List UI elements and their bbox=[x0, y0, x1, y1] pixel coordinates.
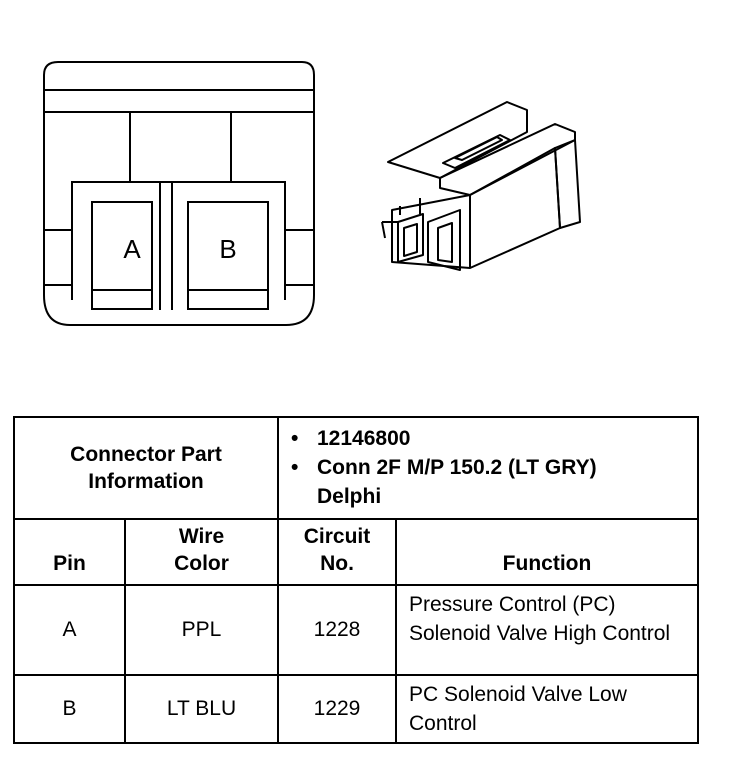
table-row: A PPL 1228 Pressure Control (PC) Solenoi… bbox=[13, 584, 699, 676]
pin-b-label: B bbox=[219, 234, 236, 264]
col-header-pin: Pin bbox=[13, 518, 126, 586]
column-header-row: Pin Wire Color Circuit No. Function bbox=[13, 518, 699, 586]
left-cavity-outer bbox=[71, 181, 161, 310]
pin-a-label: A bbox=[123, 234, 141, 264]
pin-b-cavity bbox=[187, 201, 269, 310]
row-a-pin: A bbox=[13, 584, 126, 676]
cavity-right bbox=[427, 209, 461, 271]
latch-slot-inner bbox=[454, 136, 503, 161]
connector-body-outline bbox=[43, 61, 315, 326]
part-number: 12146800 bbox=[291, 424, 697, 453]
latch-top-surface bbox=[387, 101, 528, 179]
part-info-label-cell: Connector Part Information bbox=[13, 416, 279, 520]
row-b-function: PC Solenoid Valve Low Control bbox=[395, 674, 699, 744]
part-info-values-cell: 12146800 Conn 2F M/P 150.2 (LT GRY) Delp… bbox=[277, 416, 699, 520]
left-ear-line-2 bbox=[381, 221, 386, 239]
connector-isometric-diagram bbox=[381, 101, 581, 271]
row-b-pin: B bbox=[13, 674, 126, 744]
connector-info-table: Connector Part Information 12146800 Conn… bbox=[13, 416, 699, 744]
part-info-label: Connector Part Information bbox=[70, 443, 222, 493]
col-header-function: Function bbox=[395, 518, 699, 586]
col-header-circuit-no: Circuit No. bbox=[277, 518, 397, 586]
col-header-circuit-no-text: Circuit No. bbox=[303, 525, 371, 575]
row-b-wire-color: LT BLU bbox=[124, 674, 279, 744]
cavity-left bbox=[397, 213, 424, 263]
col-header-wire-color: Wire Color bbox=[124, 518, 279, 586]
row-b-circuit: 1229 bbox=[277, 674, 397, 744]
part-info-row: Connector Part Information 12146800 Conn… bbox=[13, 416, 699, 520]
cavity-left-inner bbox=[403, 223, 418, 257]
col-header-wire-color-text: Wire Color bbox=[174, 525, 229, 575]
cavity-right-inner bbox=[437, 222, 453, 263]
row-a-circuit: 1228 bbox=[277, 584, 397, 676]
part-info-bullets: 12146800 Conn 2F M/P 150.2 (LT GRY) Delp… bbox=[279, 418, 697, 517]
row-a-wire-color: PPL bbox=[124, 584, 279, 676]
pin-a-cavity bbox=[91, 201, 153, 310]
connector-description: Conn 2F M/P 150.2 (LT GRY) Delphi bbox=[291, 453, 607, 511]
row-a-function: Pressure Control (PC) Solenoid Valve Hig… bbox=[395, 584, 699, 676]
connector-face-diagram: A B bbox=[43, 61, 315, 326]
right-cavity-outer bbox=[171, 181, 286, 310]
table-row: B LT BLU 1229 PC Solenoid Valve Low Cont… bbox=[13, 674, 699, 744]
